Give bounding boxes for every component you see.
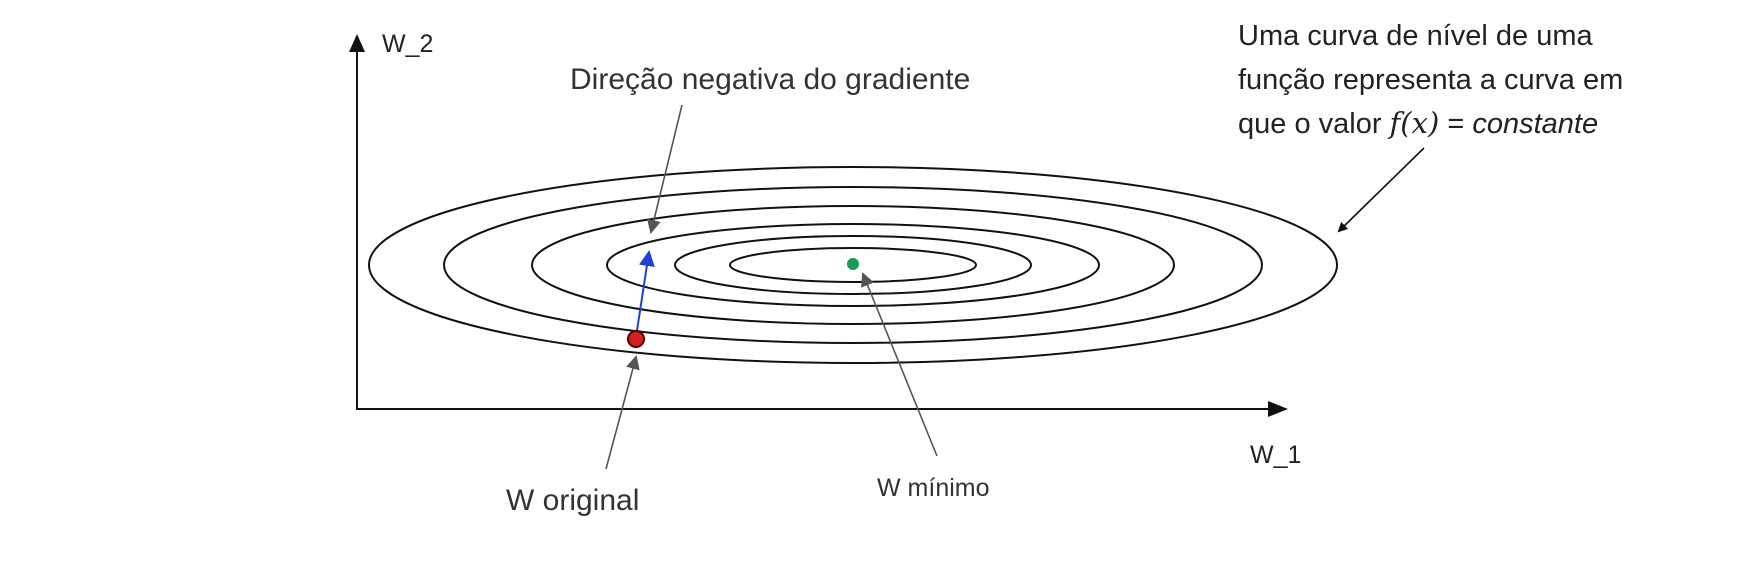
w-original-point — [627, 330, 645, 348]
contour-lines — [368, 166, 1338, 364]
gradient-direction-label: Direção negativa do gradiente — [570, 63, 970, 96]
y-axis-arrowhead — [349, 34, 365, 52]
w-original-label: W original — [506, 484, 639, 517]
contour-level-5 — [674, 235, 1032, 295]
description-equals: = — [1439, 108, 1472, 140]
description-line-2: função representa a curva em — [1238, 64, 1623, 96]
contour-level-1 — [368, 166, 1338, 364]
w-minimo-label: W mínimo — [877, 474, 990, 502]
x-axis-label: W_1 — [1250, 441, 1301, 469]
description-line-3: que o valor f(x) = constante — [1238, 106, 1598, 140]
description-constante: constante — [1472, 108, 1598, 140]
x-axis-arrowhead — [1268, 401, 1288, 417]
description-math-fx: f(x) — [1388, 106, 1440, 140]
description-line-1: Uma curva de nível de uma — [1238, 20, 1593, 52]
gradient-direction-pointer — [647, 104, 683, 234]
w-minimum-point — [847, 258, 859, 270]
description-line-3-prefix: que o valor — [1238, 108, 1390, 140]
contour-level-2 — [443, 186, 1263, 344]
contour-level-6 — [729, 247, 977, 283]
gradient-step-arrow — [635, 250, 655, 338]
contour-description-pointer — [1337, 147, 1425, 233]
w-minimum-pointer — [861, 272, 938, 457]
y-axis-label: W_2 — [382, 30, 433, 58]
contour-level-4 — [606, 223, 1100, 307]
contour-description: Uma curva de nível de uma função represe… — [1238, 20, 1623, 140]
contour-level-3 — [531, 205, 1175, 325]
axes: W_2 W_1 — [349, 30, 1301, 469]
w-original-pointer — [605, 355, 640, 470]
pointer-arrows — [605, 104, 1425, 470]
